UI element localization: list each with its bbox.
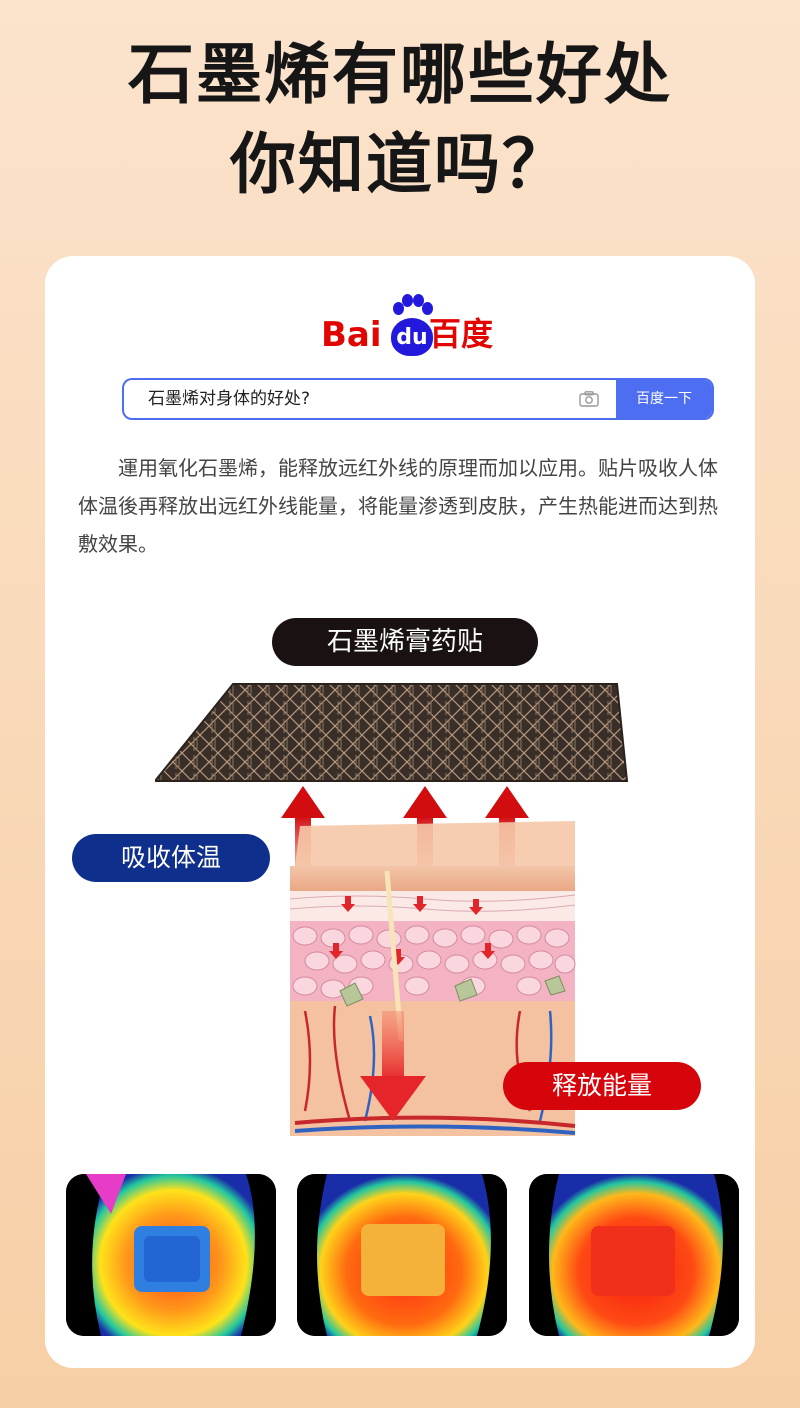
search-input[interactable]: 石墨烯对身体的好处? — [148, 389, 311, 409]
baidu-logo-latin: Bai — [321, 315, 382, 355]
heat-down-arrow — [360, 1011, 426, 1121]
paw-icon: du — [391, 294, 433, 356]
release-label: 释放能量 — [503, 1062, 701, 1110]
thermal-image-2 — [297, 1174, 507, 1336]
patch-graphic — [155, 683, 629, 782]
camera-icon[interactable] — [579, 391, 599, 407]
absorb-label: 吸收体温 — [72, 834, 270, 882]
page-title-line-2: 你知道吗？ — [230, 126, 570, 203]
baidu-logo-chinese: 百度 — [429, 315, 494, 353]
description-text: 運用氧化石墨烯，能释放远红外线的原理而加以应用。贴片吸收人体体温後再释放出远红外… — [78, 456, 718, 556]
thermal-image-3 — [529, 1174, 739, 1336]
search-bar: 石墨烯对身体的好处? 百度一下 — [122, 378, 714, 420]
page-title-line-1: 石墨烯有哪些好处 — [128, 36, 672, 113]
baidu-logo: Bai du 百度 — [321, 294, 521, 364]
thermal-image-1 — [66, 1174, 276, 1336]
content-card: Bai du 百度 石墨烯对身体的好处? 百度一下 運用氧化石墨烯，能释放远红外… — [45, 256, 755, 1368]
baidu-logo-du: du — [391, 318, 433, 356]
search-button[interactable]: 百度一下 — [616, 380, 712, 418]
patch-label: 石墨烯膏药贴 — [272, 618, 538, 666]
